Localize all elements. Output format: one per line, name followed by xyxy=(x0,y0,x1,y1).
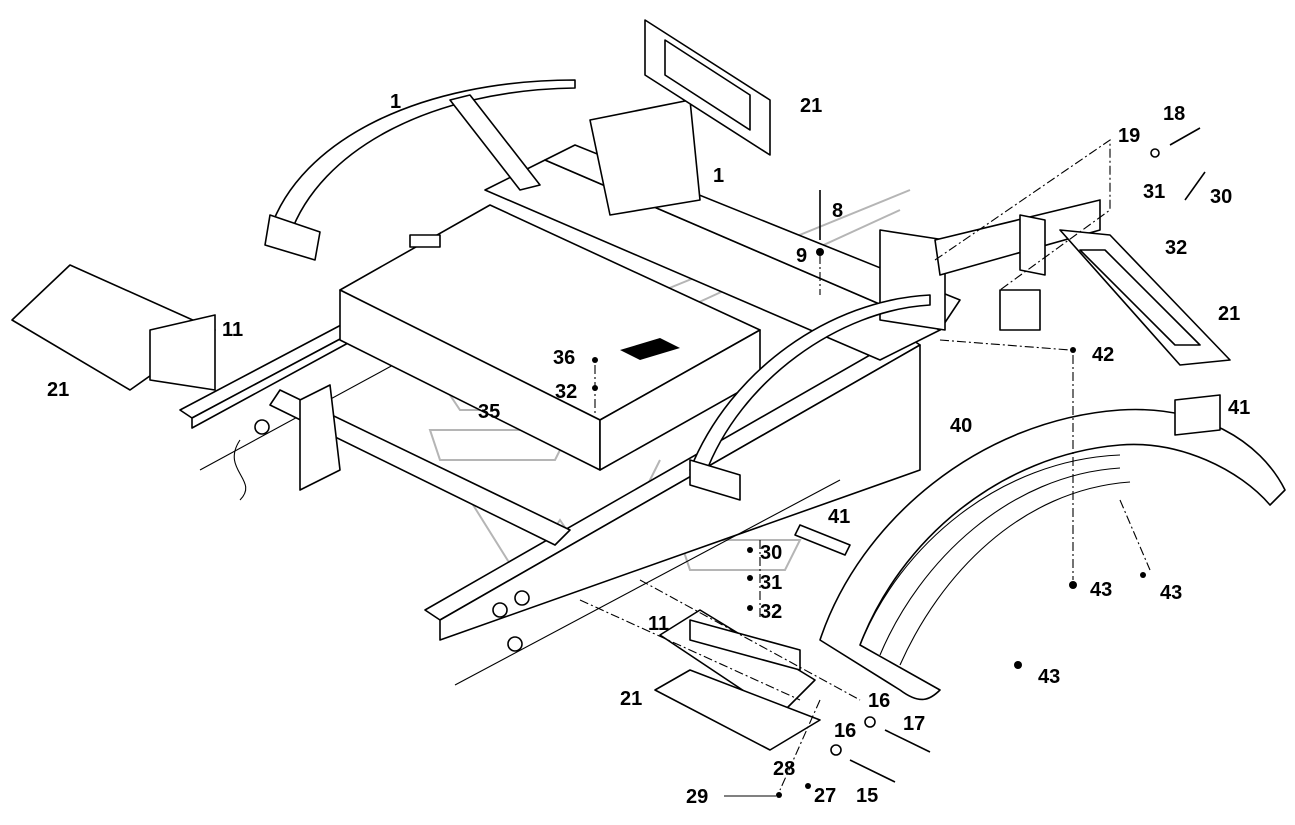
callout-41: 41 xyxy=(1228,397,1250,419)
callout-32: 32 xyxy=(760,601,782,623)
callout-28: 28 xyxy=(773,758,795,780)
callout-21: 21 xyxy=(1218,303,1240,325)
step-plate-bottom xyxy=(654,609,821,751)
rear-fender xyxy=(794,394,1286,701)
step-plate-top xyxy=(644,19,771,156)
callout-17: 17 xyxy=(903,713,925,735)
callout-21: 21 xyxy=(800,95,822,117)
callout-43: 43 xyxy=(1090,579,1112,601)
callout-8: 8 xyxy=(832,200,843,222)
callout-31: 31 xyxy=(760,572,782,594)
callout-32: 32 xyxy=(555,381,577,403)
callout-labels: 1 1 21 21 21 21 18 19 31 30 32 8 9 11 11… xyxy=(47,91,1250,808)
step-plate-right xyxy=(1019,214,1231,366)
callout-11: 11 xyxy=(222,319,243,341)
fender-bracket-left xyxy=(264,79,576,261)
callout-15: 15 xyxy=(856,785,878,807)
fasteners xyxy=(592,127,1206,798)
callout-30: 30 xyxy=(1210,186,1232,208)
callout-9: 9 xyxy=(796,245,807,267)
callout-16: 16 xyxy=(868,690,890,712)
chassis-frame xyxy=(179,314,921,686)
callout-18: 18 xyxy=(1163,103,1185,125)
callout-36: 36 xyxy=(553,347,575,369)
callout-32: 32 xyxy=(1165,237,1187,259)
callout-43: 43 xyxy=(1038,666,1060,688)
callout-31: 31 xyxy=(1143,181,1165,203)
step-plate-left xyxy=(11,264,216,391)
callout-21: 21 xyxy=(620,688,642,710)
callout-29: 29 xyxy=(686,786,708,808)
callout-21: 21 xyxy=(47,379,69,401)
callout-1: 1 xyxy=(713,165,724,187)
callout-43: 43 xyxy=(1160,582,1182,604)
callout-1: 1 xyxy=(390,91,401,113)
callout-41: 41 xyxy=(828,506,850,528)
leader-lines xyxy=(579,138,1151,797)
callout-42: 42 xyxy=(1092,344,1114,366)
callout-16: 16 xyxy=(834,720,856,742)
center-box xyxy=(339,204,761,471)
callout-35: 35 xyxy=(478,401,500,423)
callout-40: 40 xyxy=(950,415,972,437)
callout-19: 19 xyxy=(1118,125,1140,147)
callout-11: 11 xyxy=(648,613,669,635)
callout-30: 30 xyxy=(760,542,782,564)
fender-bracket-right xyxy=(689,294,931,501)
callout-27: 27 xyxy=(814,785,836,807)
